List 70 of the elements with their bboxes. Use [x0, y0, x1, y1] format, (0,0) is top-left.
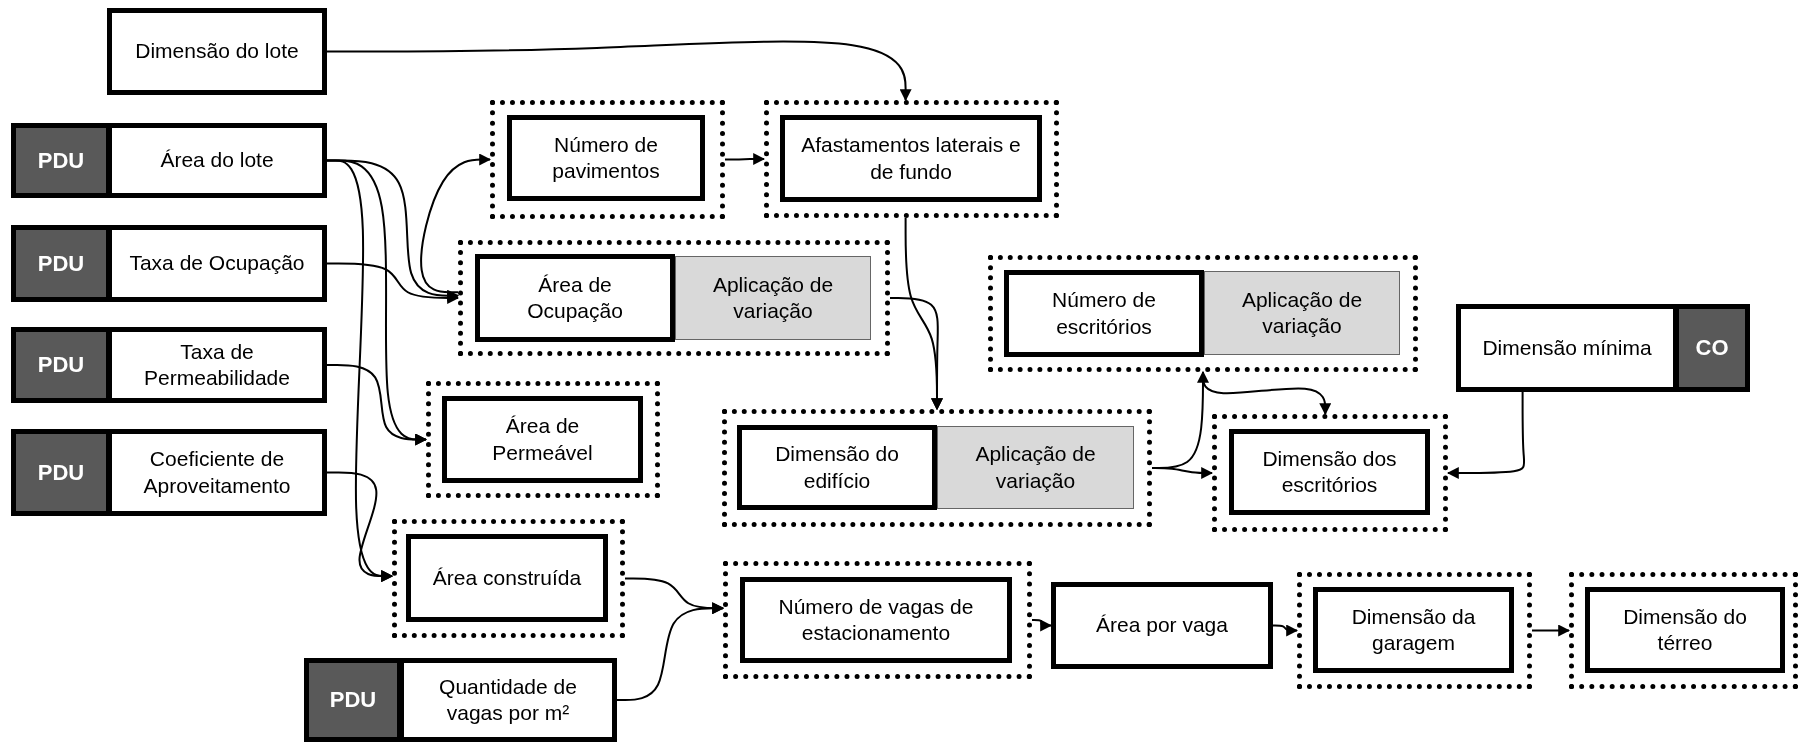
- box-label: Taxa de Permeabilidade: [143, 338, 291, 391]
- dotted-frame: [722, 409, 1152, 527]
- box-label: Dimensão do edifício: [774, 441, 900, 494]
- box-label: Dimensão do térreo: [1622, 603, 1748, 656]
- arrow: [889, 297, 943, 411]
- process-box: [406, 534, 608, 622]
- process-box: [475, 254, 675, 342]
- dotted-frame: [458, 240, 890, 356]
- dotted-frame: [723, 561, 1032, 679]
- tag-box: [304, 658, 402, 742]
- box-label: Área de Permeável: [491, 413, 594, 466]
- tag-label: CO: [1695, 334, 1729, 362]
- tag-label: PDU: [329, 686, 377, 714]
- box-label: Quantidade de vagas por m²: [438, 673, 578, 726]
- tag-label: PDU: [37, 351, 85, 379]
- box-label: Coeficiente de Aproveitamento: [142, 446, 292, 499]
- arrow: [326, 40, 912, 102]
- arrow: [724, 153, 766, 165]
- arrow: [326, 262, 460, 304]
- box-label: Número de vagas de estacionamento: [777, 593, 975, 646]
- process-box: [1051, 582, 1273, 669]
- box-label: Aplicação de variação: [1240, 286, 1364, 339]
- dotted-frame: [764, 100, 1059, 218]
- box-label: Aplicação de variação: [974, 441, 1097, 494]
- arrow: [1031, 619, 1053, 632]
- box-label: Dimensão dos escritórios: [1261, 445, 1398, 498]
- box-label: Aplicação de variação: [711, 271, 835, 324]
- tag-label: PDU: [37, 458, 85, 487]
- box-label: Área de Ocupação: [526, 271, 624, 324]
- process-box: [507, 115, 705, 201]
- tag-label: PDU: [37, 146, 85, 175]
- process-box: [780, 115, 1042, 202]
- variation-box: [1204, 271, 1400, 355]
- box-label: Área do lote: [160, 147, 274, 174]
- arrow: [1531, 624, 1571, 637]
- process-box: [442, 396, 643, 483]
- dotted-frame: [490, 100, 725, 219]
- arrow: [326, 364, 428, 446]
- box-label: Dimensão do lote: [135, 38, 299, 65]
- dotted-frame: [426, 381, 660, 498]
- box-label: Área construída: [432, 564, 582, 591]
- tag-label: PDU: [37, 249, 85, 278]
- process-box: [399, 658, 617, 742]
- dotted-frame: [1569, 572, 1798, 689]
- arrow: [1151, 467, 1214, 479]
- box-label: Dimensão mínima: [1482, 334, 1652, 361]
- arrow: [1446, 391, 1526, 479]
- box-label: Número de pavimentos: [551, 131, 661, 184]
- variation-box: [937, 426, 1134, 509]
- process-box: [107, 8, 327, 95]
- arrow: [326, 471, 394, 583]
- box-label: Número de escritórios: [1051, 287, 1157, 340]
- box-label: Taxa de Ocupação: [129, 250, 305, 277]
- process-box: [1229, 429, 1430, 515]
- dotted-frame: [1297, 572, 1532, 689]
- arrow: [420, 153, 492, 294]
- process-box: [740, 577, 1012, 663]
- box-label: Afastamentos laterais e de fundo: [800, 132, 1022, 185]
- dotted-frame: [392, 519, 625, 638]
- process-box: [737, 425, 937, 510]
- box-label: Dimensão da garagem: [1350, 603, 1477, 656]
- process-box: [1004, 270, 1204, 357]
- process-box: [1313, 587, 1514, 673]
- variation-box: [675, 256, 871, 340]
- dotted-frame: [988, 255, 1418, 372]
- arrow: [616, 602, 725, 701]
- dotted-frame: [1212, 414, 1448, 532]
- arrow: [1272, 624, 1299, 637]
- box-label: Área por vaga: [1096, 612, 1228, 639]
- process-box: [1585, 587, 1785, 673]
